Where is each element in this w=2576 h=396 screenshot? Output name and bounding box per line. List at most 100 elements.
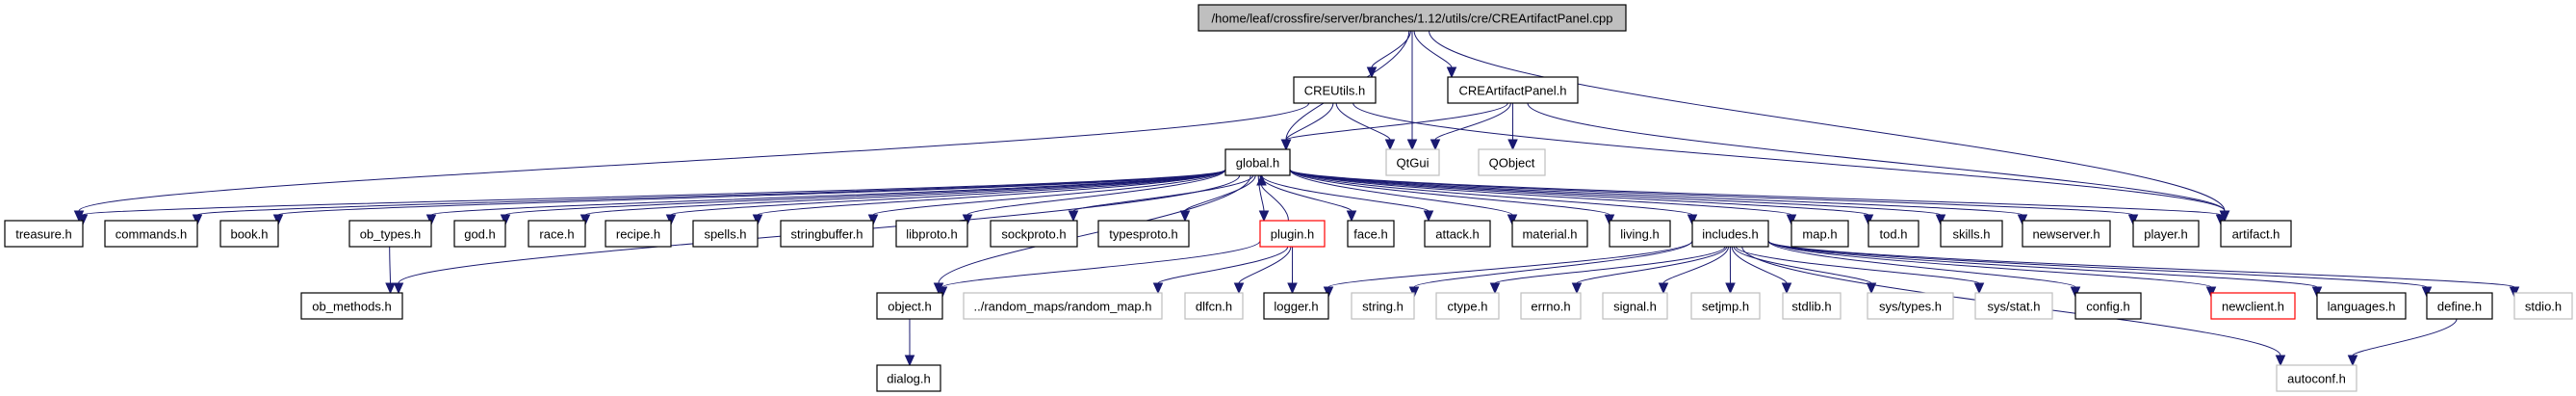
node-box bbox=[1347, 220, 1395, 248]
edge-global-to-race bbox=[580, 169, 1226, 226]
node-living[interactable]: living.h bbox=[1609, 220, 1671, 248]
node-sockproto[interactable]: sockproto.h bbox=[990, 220, 1078, 248]
edge-line bbox=[1413, 30, 1453, 68]
node-label: CREArtifactPanel.h bbox=[1459, 84, 1567, 98]
edge-line bbox=[1767, 240, 2076, 288]
node-label: CREUtils.h bbox=[1304, 84, 1366, 98]
node-root[interactable]: /home/leaf/crossfire/server/branches/1.1… bbox=[1198, 4, 1627, 32]
edge-global-to-recipe bbox=[665, 169, 1226, 226]
arrowhead-icon bbox=[1863, 214, 1874, 226]
edge-line bbox=[1494, 246, 1726, 284]
node-typesproto[interactable]: typesproto.h bbox=[1097, 220, 1190, 248]
node-commands[interactable]: commands.h bbox=[104, 220, 198, 248]
edge-creartifactpanel-to-qtgui bbox=[1430, 102, 1511, 151]
node-plugin[interactable]: plugin.h bbox=[1259, 220, 1326, 248]
node-libproto[interactable]: libproto.h bbox=[895, 220, 968, 248]
edge-includes-to-sys_types bbox=[1733, 246, 1877, 295]
node-label: ob_types.h bbox=[360, 227, 422, 242]
arrowhead-icon bbox=[937, 286, 948, 299]
node-newclient[interactable]: newclient.h bbox=[2210, 292, 2296, 320]
edge-global-to-tod bbox=[1289, 169, 1874, 226]
node-stdio: stdio.h bbox=[2513, 292, 2573, 320]
node-box bbox=[692, 220, 759, 248]
node-treasure[interactable]: treasure.h bbox=[4, 220, 84, 248]
node-autoconf: autoconf.h bbox=[2276, 364, 2357, 392]
node-label: tod.h bbox=[1880, 227, 1908, 242]
node-spells[interactable]: spells.h bbox=[692, 220, 759, 248]
edge-line bbox=[277, 169, 1226, 216]
edge-line bbox=[1261, 174, 1430, 212]
arrowhead-icon bbox=[2070, 286, 2081, 299]
node-dlfcn: dlfcn.h bbox=[1184, 292, 1244, 320]
edge-global-to-book bbox=[272, 169, 1226, 226]
node-creutils[interactable]: CREUtils.h bbox=[1293, 76, 1377, 104]
edge-line bbox=[196, 169, 1226, 216]
arrowhead-icon bbox=[1068, 210, 1079, 223]
node-includes[interactable]: includes.h bbox=[1691, 220, 1769, 248]
node-label: book.h bbox=[230, 227, 268, 242]
node-config[interactable]: config.h bbox=[2074, 292, 2142, 320]
node-newserver[interactable]: newserver.h bbox=[2022, 220, 2111, 248]
node-material[interactable]: material.h bbox=[1511, 220, 1588, 248]
node-label: spells.h bbox=[704, 227, 746, 242]
arrowhead-icon bbox=[1604, 214, 1615, 226]
node-artifact[interactable]: artifact.h bbox=[2220, 220, 2292, 248]
node-face[interactable]: face.h bbox=[1347, 220, 1395, 248]
node-label: string.h bbox=[1362, 300, 1404, 314]
node-player[interactable]: player.h bbox=[2132, 220, 2200, 248]
node-recipe[interactable]: recipe.h bbox=[605, 220, 672, 248]
node-label: commands.h bbox=[116, 227, 187, 242]
node-box bbox=[2074, 292, 2142, 320]
node-ob-types[interactable]: ob_types.h bbox=[348, 220, 432, 248]
node-label: logger.h bbox=[1274, 300, 1318, 314]
edge-line bbox=[1767, 240, 2212, 288]
node-box bbox=[1259, 220, 1326, 248]
arrowhead-icon bbox=[2017, 214, 2028, 226]
node-box bbox=[1868, 220, 1919, 248]
edge-line bbox=[938, 174, 1251, 284]
edge-line bbox=[1289, 169, 1869, 216]
edge-line bbox=[1335, 102, 1391, 141]
node-box bbox=[1520, 292, 1582, 320]
node-label: treasure.h bbox=[15, 227, 72, 242]
edge-plugin-to-logger bbox=[1287, 246, 1298, 295]
node-label: race.h bbox=[539, 227, 574, 242]
node-stdlib: stdlib.h bbox=[1782, 292, 1842, 320]
node-attack[interactable]: attack.h bbox=[1424, 220, 1491, 248]
node-map[interactable]: map.h bbox=[1790, 220, 1849, 248]
arrowhead-icon bbox=[1323, 286, 1334, 299]
edge-line bbox=[966, 169, 1226, 216]
arrowhead-icon bbox=[77, 214, 89, 226]
node-ob-methods[interactable]: ob_methods.h bbox=[300, 292, 403, 320]
edge-global-to-attack bbox=[1261, 174, 1434, 223]
arrowhead-icon bbox=[1233, 282, 1245, 295]
node-god[interactable]: god.h bbox=[453, 220, 506, 248]
node-object[interactable]: object.h bbox=[876, 292, 943, 320]
node-box bbox=[528, 220, 586, 248]
edge-line bbox=[1157, 246, 1289, 284]
node-box bbox=[104, 220, 198, 248]
node-box bbox=[2426, 292, 2493, 320]
arrowhead-icon bbox=[1423, 210, 1434, 223]
node-dialog[interactable]: dialog.h bbox=[876, 364, 941, 392]
node-languages[interactable]: languages.h bbox=[2316, 292, 2407, 320]
node-global[interactable]: global.h bbox=[1224, 148, 1291, 176]
node-define[interactable]: define.h bbox=[2426, 292, 2493, 320]
node-tod[interactable]: tod.h bbox=[1868, 220, 1919, 248]
edge-line bbox=[1576, 246, 1728, 284]
node-skills[interactable]: skills.h bbox=[1940, 220, 2003, 248]
node-box bbox=[1690, 292, 1761, 320]
arrowhead-icon bbox=[2311, 286, 2323, 299]
arrowhead-icon bbox=[2205, 286, 2217, 299]
node-stringbuffer[interactable]: stringbuffer.h bbox=[780, 220, 874, 248]
node-book[interactable]: book.h bbox=[219, 220, 279, 248]
node-label: skills.h bbox=[1952, 227, 1990, 242]
node-race[interactable]: race.h bbox=[528, 220, 586, 248]
arrowhead-icon bbox=[1256, 173, 1267, 186]
node-creartifactpanel[interactable]: CREArtifactPanel.h bbox=[1447, 76, 1579, 104]
arrowhead-icon bbox=[1781, 282, 1792, 295]
arrowhead-icon bbox=[1658, 282, 1669, 295]
node-box bbox=[453, 220, 506, 248]
node-label: signal.h bbox=[1613, 300, 1657, 314]
node-logger[interactable]: logger.h bbox=[1263, 292, 1329, 320]
